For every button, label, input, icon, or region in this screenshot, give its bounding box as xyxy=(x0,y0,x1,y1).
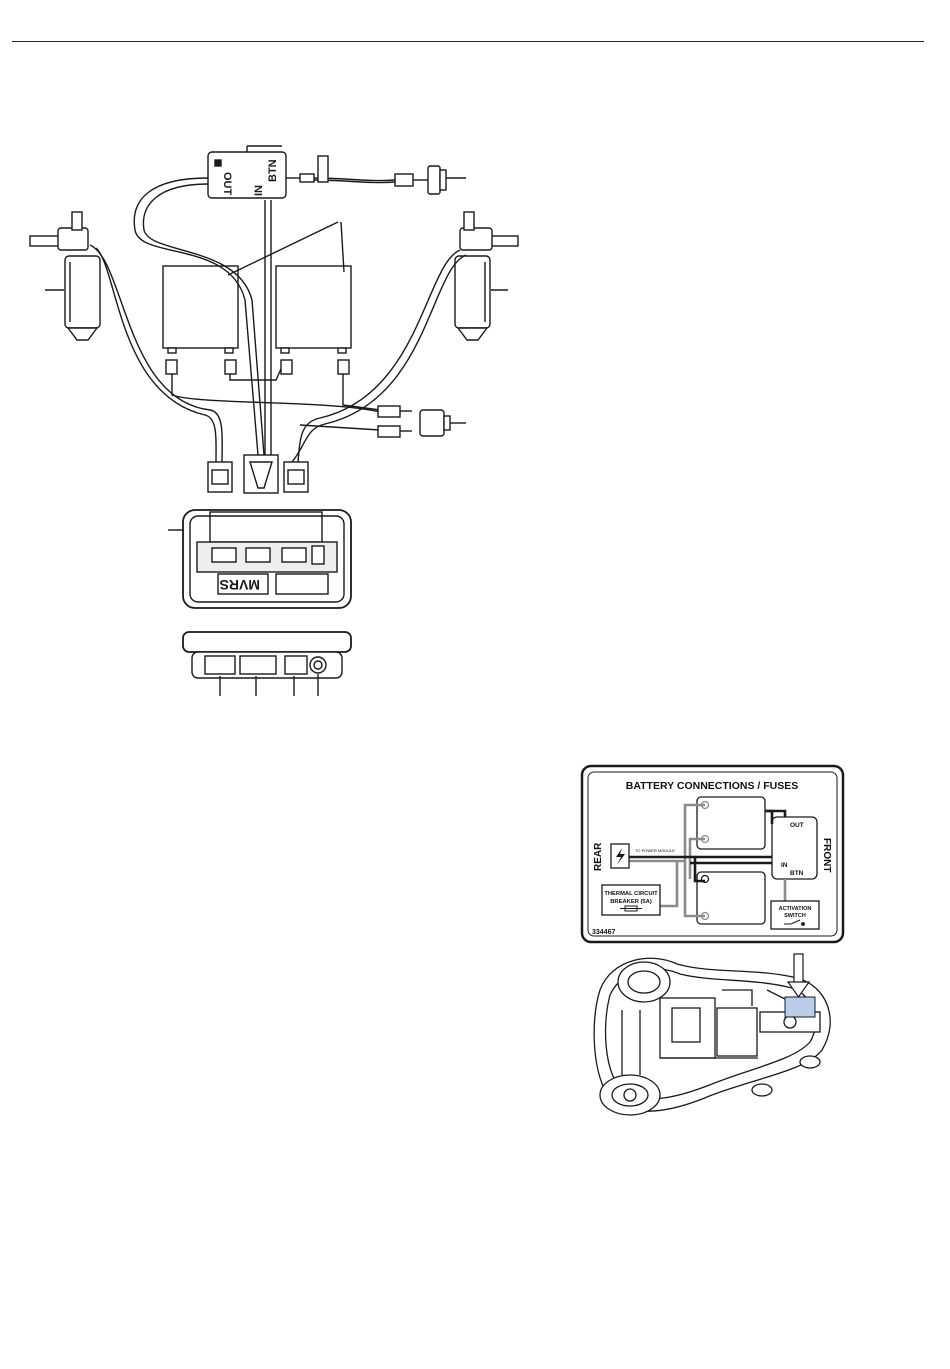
module-in-label: IN xyxy=(253,185,265,196)
label-part-number: 334467 xyxy=(592,929,615,936)
controller-logo: MVRS xyxy=(220,577,260,593)
module-btn-label: BTN xyxy=(267,159,279,182)
label-title: BATTERY CONNECTIONS / FUSES xyxy=(626,780,799,792)
wiring-harness-diagram: OUT IN BTN MVRS xyxy=(0,0,950,720)
label-btn: BTN xyxy=(790,870,804,877)
label-thermal-line1: THERMAL CIRCUIT xyxy=(604,891,658,897)
motor-left xyxy=(30,212,100,340)
battery-left xyxy=(163,266,238,353)
module-out-label: OUT xyxy=(221,172,233,196)
label-to-power-module: TO POWER MODULE xyxy=(635,848,675,853)
activation-button-cable xyxy=(286,156,466,194)
label-activation-line2: SWITCH xyxy=(784,913,806,919)
motor-right xyxy=(455,212,518,340)
battery-connections-label: BATTERY CONNECTIONS / FUSES OUT IN BTN T… xyxy=(580,764,845,944)
controller-bottom-view xyxy=(183,632,351,696)
label-in: IN xyxy=(781,862,788,869)
thermal-breaker-part xyxy=(420,410,466,436)
label-rear: REAR xyxy=(593,842,604,871)
label-location-highlight xyxy=(785,997,815,1017)
label-out: OUT xyxy=(790,822,804,829)
vehicle-underside-view xyxy=(582,950,844,1122)
label-thermal-line2: BREAKER (5A) xyxy=(610,899,652,905)
battery-right xyxy=(276,266,351,353)
label-activation-line1: ACTIVATION xyxy=(779,906,812,912)
label-front: FRONT xyxy=(821,838,832,872)
